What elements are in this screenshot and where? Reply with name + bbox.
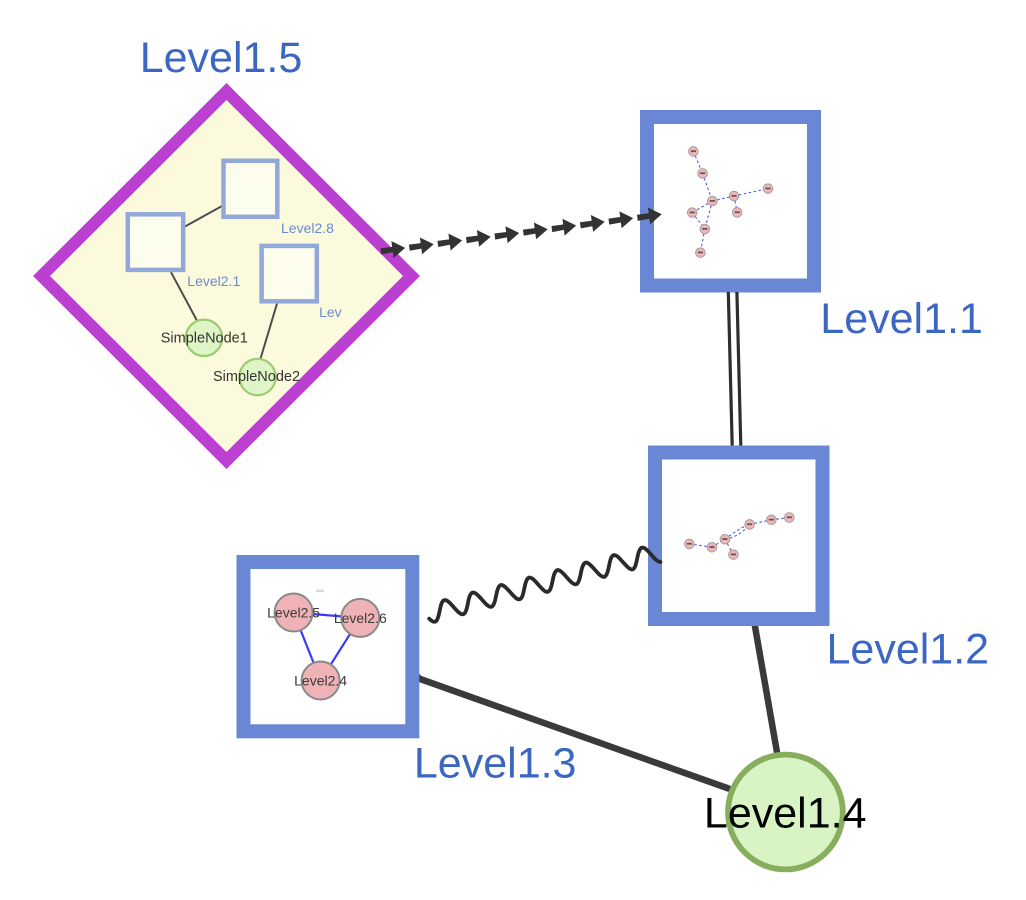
svg-text:SimpleNode1: SimpleNode1: [161, 330, 248, 346]
svg-text:Level2.8: Level2.8: [281, 220, 334, 236]
svg-text:Level1.5: Level1.5: [140, 34, 303, 82]
svg-text:Level1.1: Level1.1: [820, 295, 983, 343]
svg-text:Level1.2: Level1.2: [827, 626, 990, 674]
svg-text:Level2.5: Level2.5: [267, 605, 320, 621]
svg-text:Level2.6: Level2.6: [334, 610, 387, 626]
svg-text:Level2.1: Level2.1: [187, 273, 240, 289]
svg-text:SimpleNode2: SimpleNode2: [213, 369, 300, 385]
svg-text:Level1.3: Level1.3: [414, 740, 577, 788]
svg-text:Lev: Lev: [319, 304, 342, 320]
svg-text:Level1.4: Level1.4: [704, 789, 867, 837]
svg-text:Level2.4: Level2.4: [294, 673, 347, 689]
